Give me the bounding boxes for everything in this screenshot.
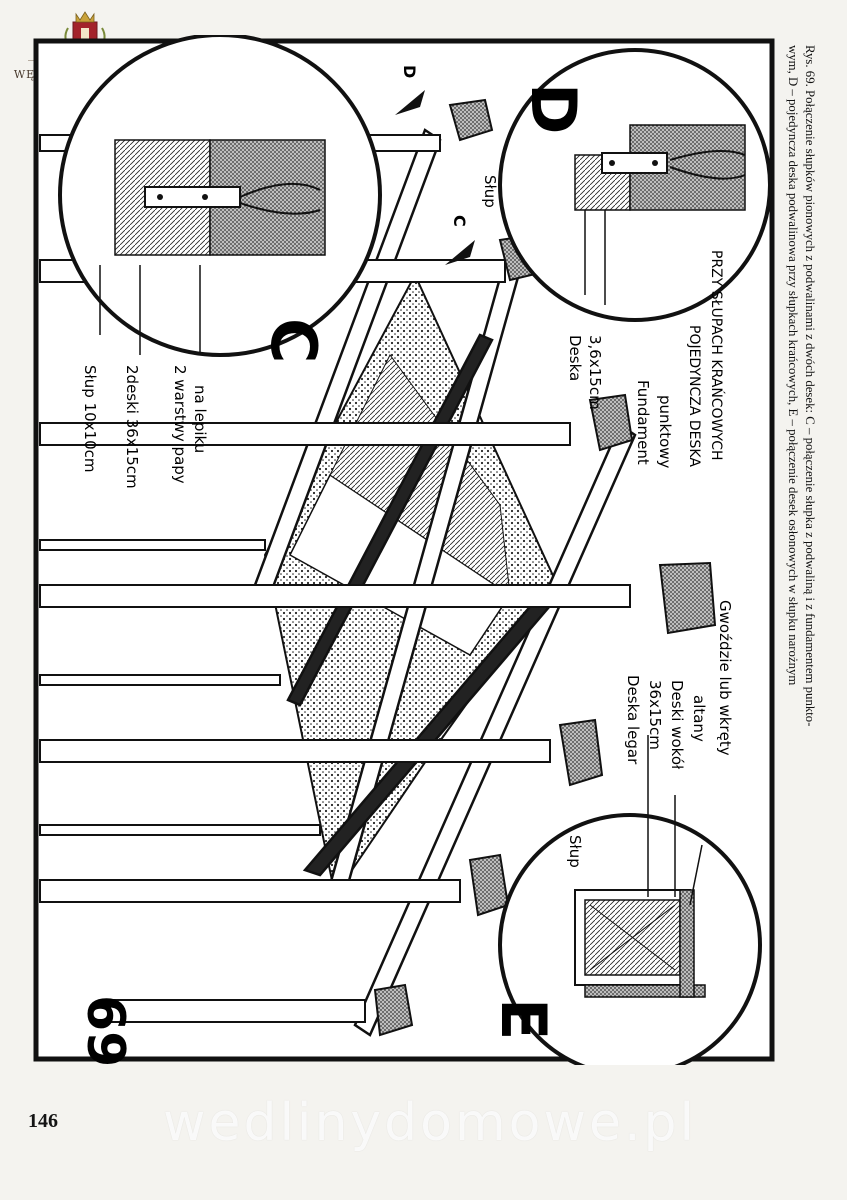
figure-caption: Rys. 69. Połączenie słupków pionowych z … <box>774 45 818 1065</box>
label-foundation-d-1: Fundament <box>634 380 652 465</box>
label-single-board-d-2: PRZY SŁUPACH KRAŃCOWYCH <box>708 250 726 461</box>
figure-69-drawing: C D D C E 69 Słup 10x10cm 2deski 36x15cm… <box>33 35 775 1065</box>
label-felt-c-1: 2 warstwy papy <box>171 365 189 484</box>
caption-line-1: Rys. 69. Połączenie słupków pionowych z … <box>803 45 817 727</box>
label-skirting-e-2: altany <box>690 695 708 742</box>
detail-circle-e <box>498 735 762 1065</box>
post <box>39 879 461 903</box>
label-joist-e-2: 36x15cm <box>646 680 664 750</box>
post <box>39 584 631 608</box>
detail-letter-e: E <box>487 998 560 1040</box>
post <box>39 739 551 763</box>
caption-line-2: wym, D – pojedyncza deska podwalinowa pr… <box>786 45 800 686</box>
label-board-d-2: 3,6x15cm <box>586 335 604 410</box>
label-board-d-1: Deska <box>566 335 584 381</box>
detail-letter-d: D <box>517 83 590 134</box>
post <box>39 422 571 446</box>
label-single-board-d-1: POJEDYNCZA DESKA <box>686 325 702 467</box>
label-post-c: Słup 10x10cm <box>81 365 99 473</box>
detail-circle-c <box>58 35 382 357</box>
post <box>39 674 281 686</box>
arrow-marker-c: C <box>445 215 475 265</box>
label-post-d: Słup <box>481 175 499 208</box>
figure-number: 69 <box>75 995 135 1065</box>
page-number: 146 <box>28 1110 58 1132</box>
label-post-e: Słup <box>566 835 584 868</box>
post <box>39 824 321 836</box>
post <box>39 539 266 551</box>
label-joist-e-1: Deska legar <box>624 675 642 765</box>
arrow-label-c: C <box>450 215 469 227</box>
post <box>109 999 366 1023</box>
label-felt-c-2: na lepiku <box>191 385 209 453</box>
arrow-label-d: D <box>400 65 419 78</box>
label-foundation-d-2: punktowy <box>656 395 674 469</box>
label-boards-c: 2deski 36x15cm <box>123 365 141 489</box>
watermark-text: wedlinydomowe.pl <box>163 1093 697 1153</box>
metal-connector <box>601 152 668 174</box>
detail-letter-c: C <box>257 318 330 364</box>
label-nails-e: Gwoździe lub wkręty <box>716 600 734 756</box>
label-skirting-e-1: Deski wokół <box>668 680 686 770</box>
arrow-marker-d: D <box>395 65 425 115</box>
detail-circle-d <box>498 48 772 322</box>
